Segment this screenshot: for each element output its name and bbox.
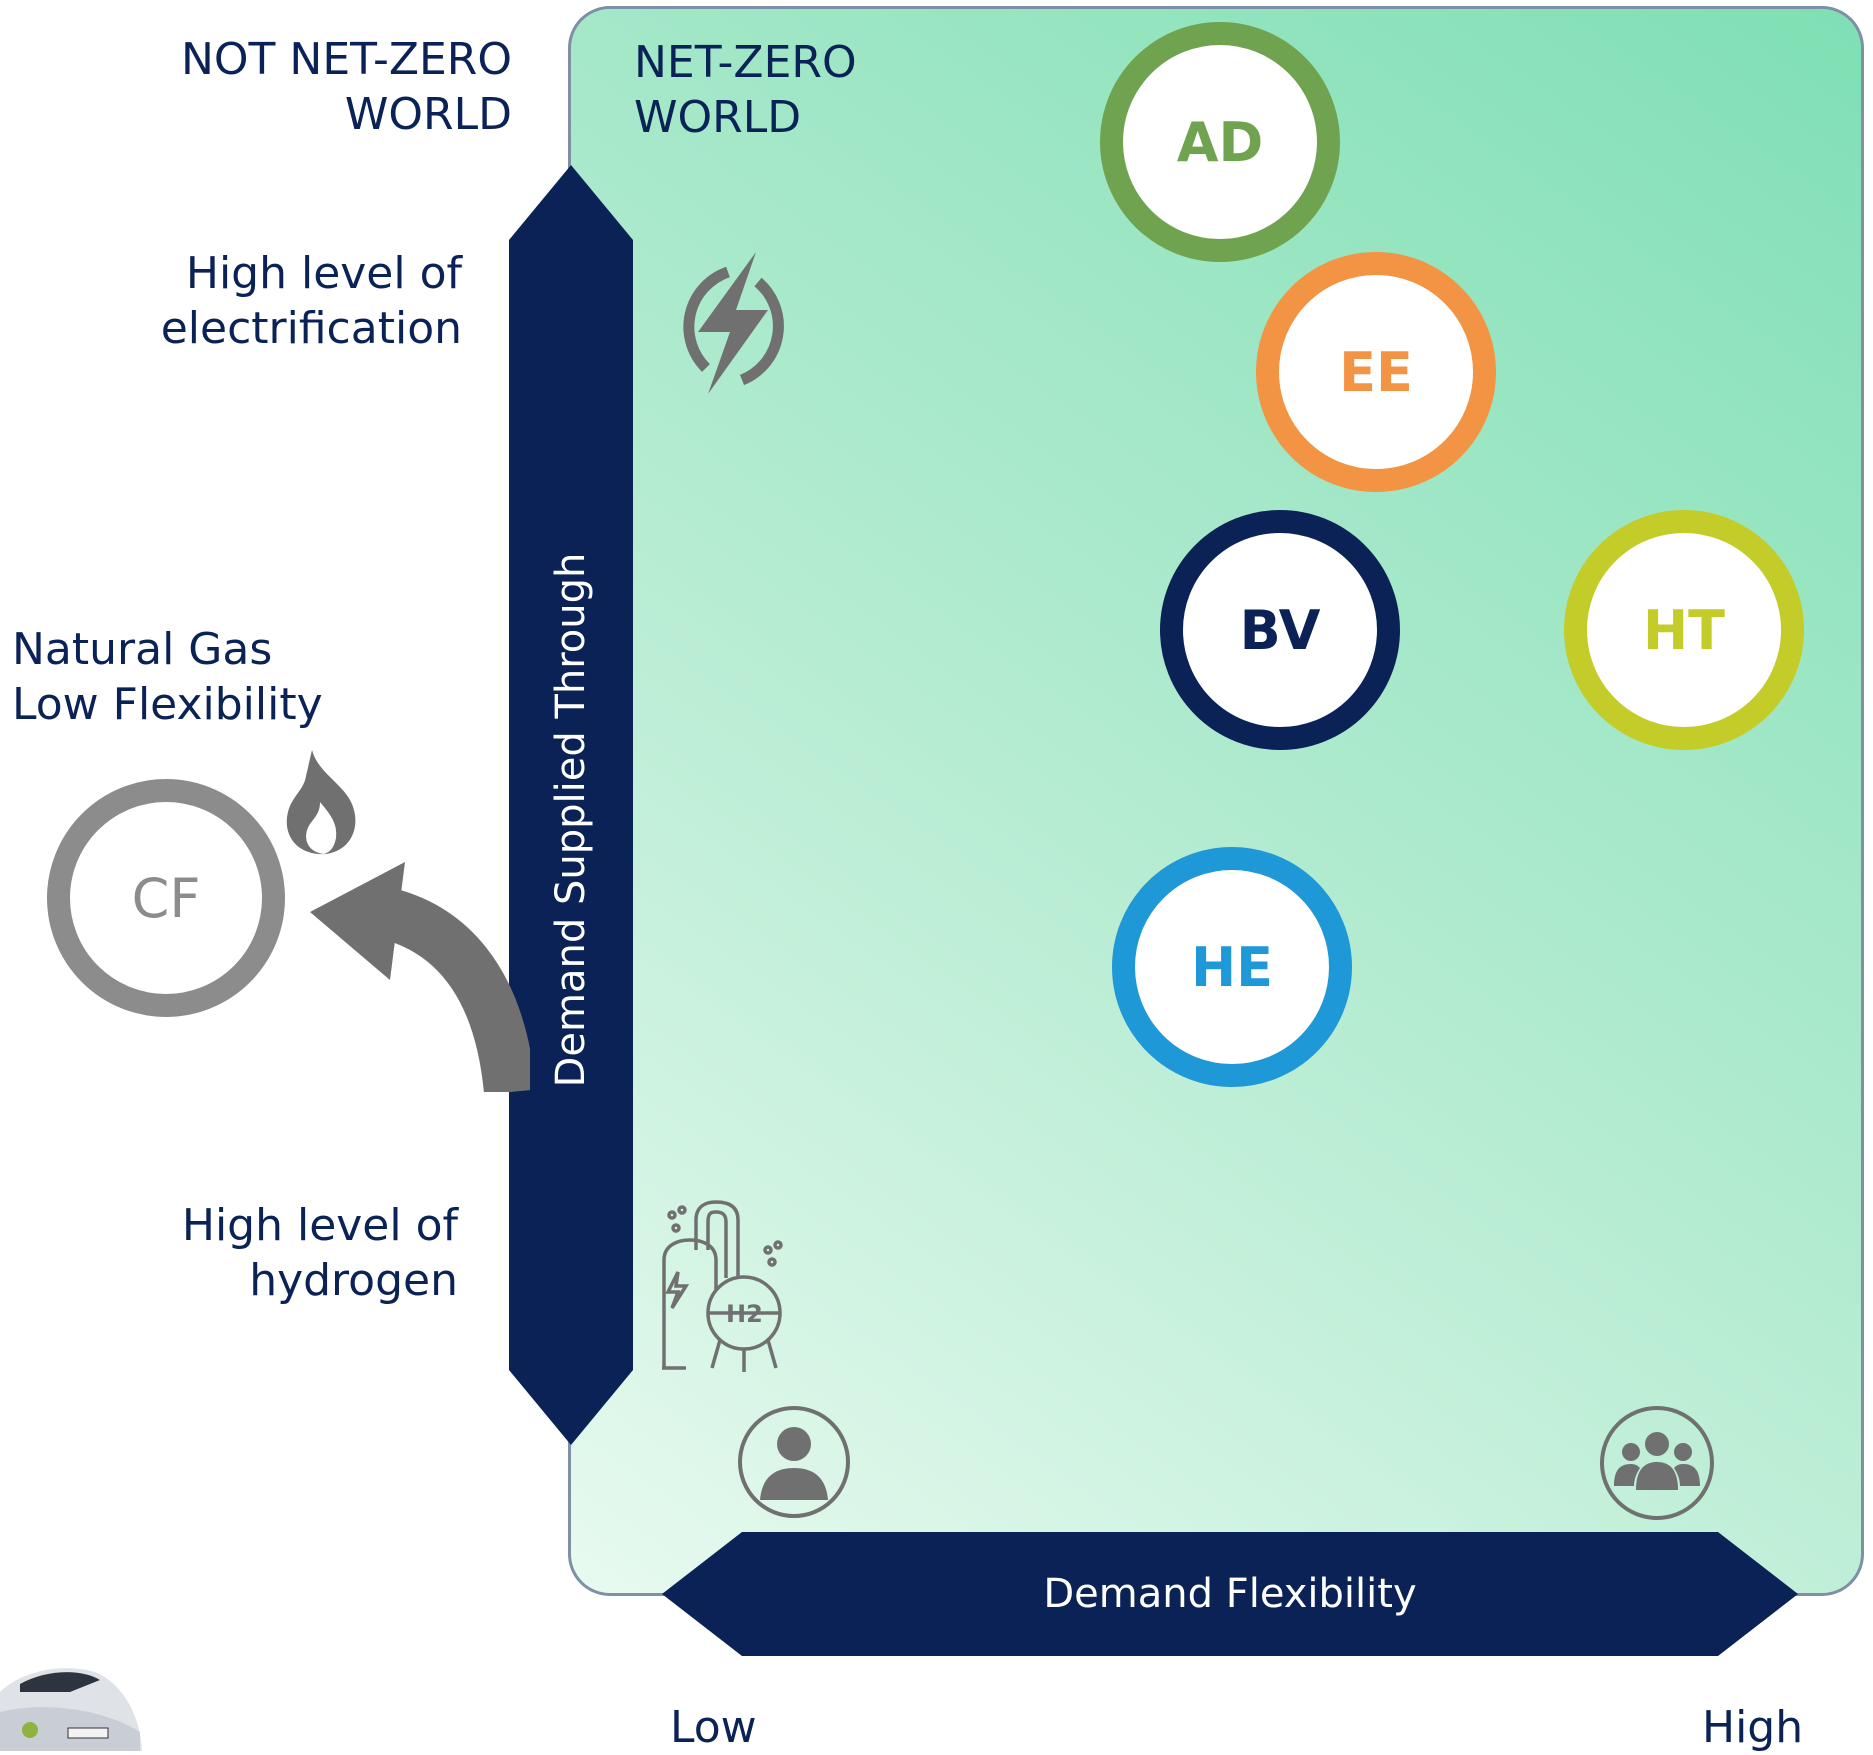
group-people-icon <box>1600 1406 1714 1520</box>
net-zero-label: NET-ZERO WORLD <box>634 35 857 145</box>
horizontal-axis-arrow <box>662 1532 1798 1656</box>
high-label: High <box>1702 1702 1804 1753</box>
hydrogen-tank-icon: H2 <box>662 1200 783 1372</box>
electrification-label: High level of electrification <box>100 246 462 356</box>
bubble-he: HE <box>1112 847 1352 1087</box>
horizontal-axis-label: Demand Flexibility <box>1043 1571 1417 1617</box>
curved-arrow-icon <box>310 862 530 1092</box>
electrification-line2: electrification <box>160 303 462 354</box>
bubble-ht: HT <box>1564 510 1804 750</box>
bubble-bv: BV <box>1160 510 1400 750</box>
flame-icon <box>286 750 356 855</box>
vertical-axis-arrow <box>509 165 633 1445</box>
bubble-cf: CF <box>47 779 285 1017</box>
natural-gas-line1: Natural Gas <box>12 624 273 675</box>
car-image <box>0 1668 142 1751</box>
electrification-line1: High level of <box>185 248 462 299</box>
lightning-icon <box>683 252 784 394</box>
net-zero-line1: NET-ZERO <box>634 37 857 88</box>
bubble-ad: AD <box>1100 22 1340 262</box>
not-net-zero-line1: NOT NET-ZERO <box>181 34 512 85</box>
not-net-zero-line2: WORLD <box>344 89 512 140</box>
hydrogen-line1: High level of <box>181 1200 458 1251</box>
vertical-axis-label: Demand Supplied Through <box>548 552 594 1088</box>
not-net-zero-label: NOT NET-ZERO WORLD <box>150 32 512 142</box>
hydrogen-label: High level of hydrogen <box>96 1198 458 1308</box>
natural-gas-line2: Low Flexibility <box>12 679 323 730</box>
bubble-ee: EE <box>1256 252 1496 492</box>
net-zero-panel <box>568 6 1864 1596</box>
hydrogen-line2: hydrogen <box>249 1255 458 1306</box>
single-person-icon <box>738 1406 850 1518</box>
net-zero-line2: WORLD <box>634 92 802 143</box>
low-label: Low <box>670 1702 757 1753</box>
svg-text:H2: H2 <box>726 1300 763 1328</box>
natural-gas-label: Natural Gas Low Flexibility <box>12 622 323 732</box>
